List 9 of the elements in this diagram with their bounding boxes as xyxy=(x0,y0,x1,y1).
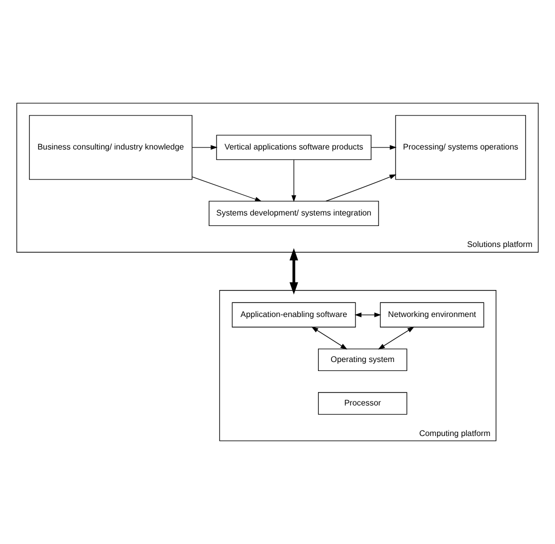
arrow xyxy=(371,145,397,150)
arrow xyxy=(291,160,296,202)
arrow xyxy=(290,248,298,294)
arrow xyxy=(311,326,348,350)
arrow xyxy=(354,312,382,318)
arrow xyxy=(326,174,396,202)
arrow xyxy=(378,326,414,350)
arrow xyxy=(192,176,262,202)
arrow xyxy=(192,145,218,150)
